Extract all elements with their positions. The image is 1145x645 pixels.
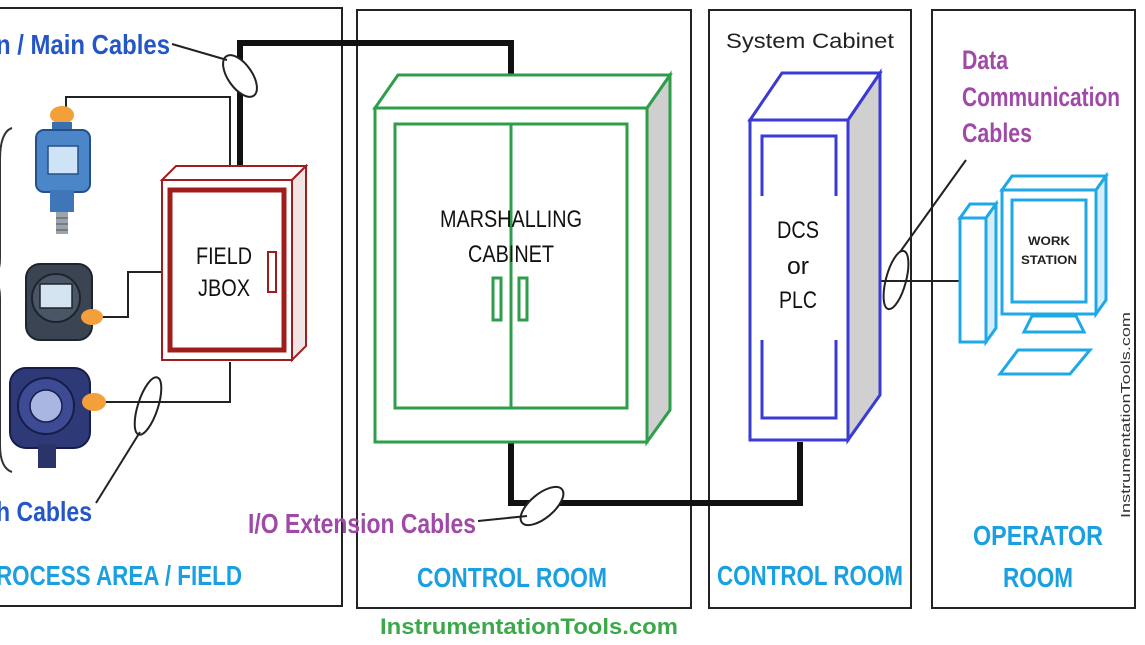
temperature-transmitter-icon (25, 263, 103, 341)
watermark-bottom: InstrumentationTools.com (380, 614, 678, 639)
system-cabinet-title: System Cabinet (726, 30, 894, 53)
panel-process-area (0, 7, 343, 607)
workstation-label-line1: WORK (1028, 234, 1070, 248)
dcs-label-line3: PLC (779, 287, 817, 314)
area-label-operator-room-line2: ROOM (1003, 562, 1073, 593)
marshalling-label-line2: CABINET (468, 241, 554, 268)
area-label-control-room-1: CONTROL ROOM (417, 562, 607, 593)
main-cables-label: n / Main Cables (0, 29, 170, 60)
instrument-bracket (0, 127, 13, 473)
level-transmitter-icon (9, 367, 106, 468)
area-label-process-field: ROCESS AREA / FIELD (0, 560, 242, 591)
branch-cables-label: h Cables (0, 496, 92, 527)
field-jbox-graphic (159, 163, 309, 363)
area-label-operator-room-line1: OPERATOR (973, 520, 1103, 551)
data-comm-label-line3: Cables (962, 118, 1032, 148)
marshalling-label-line1: MARSHALLING (440, 206, 582, 233)
panel-control-room-1 (356, 9, 692, 609)
workstation-icon (957, 171, 1109, 376)
pressure-transmitter-icon (35, 106, 91, 234)
marshalling-cabinet-graphic (372, 70, 673, 447)
cable-markers (95, 43, 967, 527)
panel-control-room-2 (708, 9, 912, 609)
io-extension-cables-label: I/O Extension Cables (248, 508, 476, 539)
system-cabinet-graphic (747, 68, 883, 445)
watermark-side: InstrumentationTools.com (1118, 312, 1133, 518)
area-label-control-room-2: CONTROL ROOM (717, 560, 903, 591)
workstation-label-line2: STATION (1021, 253, 1077, 267)
jbox-label-line1: FIELD (196, 243, 252, 270)
data-comm-label-line1: Data (962, 45, 1009, 75)
dcs-label-line2: or (787, 253, 809, 280)
dcs-label-line1: DCS (777, 217, 819, 244)
field-wiring (65, 96, 231, 403)
jbox-label-line2: JBOX (198, 275, 250, 302)
data-comm-label-line2: Communication (962, 82, 1120, 112)
panel-operator-room (931, 9, 1136, 609)
